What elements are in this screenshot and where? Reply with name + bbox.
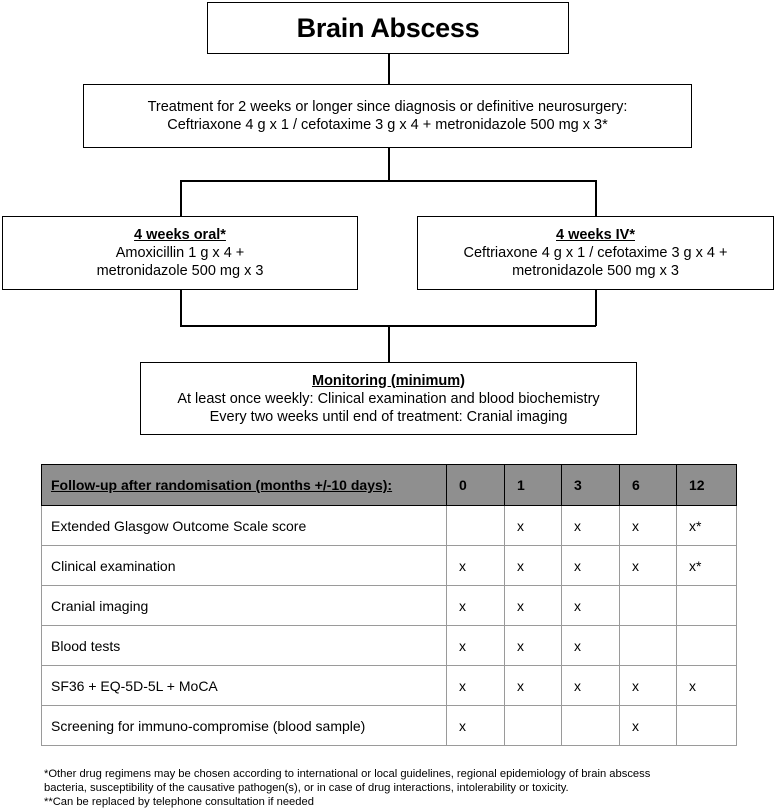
treatment-line1: Treatment for 2 weeks or longer since di…	[147, 99, 628, 115]
month-header: 3	[561, 464, 620, 506]
schedule-cell: x	[446, 665, 505, 706]
followup-table: Follow-up after randomisation (months +/…	[41, 464, 737, 746]
schedule-cell: x	[446, 545, 505, 586]
oral-box: 4 weeks oral* Amoxicillin 1 g x 4 + metr…	[2, 216, 358, 290]
schedule-cell	[676, 585, 737, 626]
schedule-cell: x	[561, 665, 620, 706]
title-box: Brain Abscess	[207, 2, 569, 54]
oral-line2: metronidazole 500 mg x 3	[96, 263, 264, 279]
page-title: Brain Abscess	[296, 12, 480, 43]
month-header: 1	[504, 464, 562, 506]
schedule-cell: x	[446, 705, 505, 746]
schedule-cell: x	[504, 625, 562, 666]
table-row: Blood tests x x x	[41, 625, 737, 666]
schedule-cell	[446, 505, 505, 546]
monitoring-line2: Every two weeks until end of treatment: …	[209, 408, 568, 425]
connector-branch-iv	[595, 180, 597, 217]
row-label: Extended Glasgow Outcome Scale score	[41, 505, 447, 546]
row-label: Cranial imaging	[41, 585, 447, 626]
table-row: Clinical examination x x x x x*	[41, 545, 737, 586]
table-row: SF36 + EQ-5D-5L + MoCA x x x x x	[41, 665, 737, 706]
row-label: Clinical examination	[41, 545, 447, 586]
schedule-cell: x	[504, 505, 562, 546]
table-row: Screening for immuno-compromise (blood s…	[41, 705, 737, 746]
row-label: SF36 + EQ-5D-5L + MoCA	[41, 665, 447, 706]
schedule-cell	[676, 625, 737, 666]
schedule-cell: x	[504, 585, 562, 626]
connector-branch-oral	[180, 180, 182, 217]
schedule-cell: x	[619, 545, 677, 586]
footnote-1-line2: bacteria, susceptibility of the causativ…	[44, 782, 569, 794]
month-header: 0	[446, 464, 505, 506]
table-row: Extended Glasgow Outcome Scale score x x…	[41, 505, 737, 546]
iv-line1: Ceftriaxone 4 g x 1 / cefotaxime 3 g x 4…	[463, 245, 728, 261]
connector-branch-horizontal	[180, 180, 596, 182]
monitoring-box: Monitoring (minimum) At least once weekl…	[140, 362, 637, 435]
treatment-box: Treatment for 2 weeks or longer since di…	[83, 84, 692, 148]
footnote-1-line1: *Other drug regimens may be chosen accor…	[44, 768, 651, 780]
oral-line1: Amoxicillin 1 g x 4 +	[115, 245, 245, 261]
connector-title-treatment	[388, 54, 390, 85]
schedule-cell	[561, 705, 620, 746]
oral-heading: 4 weeks oral*	[134, 227, 226, 243]
schedule-cell: x	[446, 625, 505, 666]
schedule-cell: x	[446, 585, 505, 626]
monitoring-heading: Monitoring (minimum)	[311, 372, 466, 389]
followup-header-row: Follow-up after randomisation (months +/…	[41, 464, 737, 506]
iv-line2: metronidazole 500 mg x 3	[512, 263, 679, 279]
schedule-cell	[619, 625, 677, 666]
schedule-cell: x	[619, 705, 677, 746]
schedule-cell: x*	[676, 545, 737, 586]
schedule-cell: x	[561, 545, 620, 586]
footnote-2: **Can be replaced by telephone consultat…	[44, 796, 314, 808]
schedule-cell: x	[619, 665, 677, 706]
connector-treatment-branch	[388, 148, 390, 180]
month-header: 12	[676, 464, 737, 506]
schedule-cell: x	[561, 505, 620, 546]
followup-header-label: Follow-up after randomisation (months +/…	[41, 464, 447, 506]
schedule-cell: x	[504, 545, 562, 586]
row-label: Blood tests	[41, 625, 447, 666]
treatment-line2: Ceftriaxone 4 g x 1 / cefotaxime 3 g x 4…	[167, 117, 608, 133]
row-label: Screening for immuno-compromise (blood s…	[41, 705, 447, 746]
monitoring-line1: At least once weekly: Clinical examinati…	[177, 390, 600, 407]
schedule-cell: x	[561, 585, 620, 626]
followup-table-body: Follow-up after randomisation (months +/…	[41, 464, 737, 746]
iv-heading: 4 weeks IV*	[556, 227, 635, 243]
connector-merge-monitoring	[388, 325, 390, 363]
schedule-cell: x	[619, 505, 677, 546]
iv-box: 4 weeks IV* Ceftriaxone 4 g x 1 / cefota…	[417, 216, 774, 290]
connector-oral-merge	[180, 290, 182, 326]
table-row: Cranial imaging x x x	[41, 585, 737, 626]
schedule-cell	[504, 705, 562, 746]
schedule-cell	[619, 585, 677, 626]
month-header: 6	[619, 464, 677, 506]
schedule-cell: x	[676, 665, 737, 706]
schedule-cell	[676, 705, 737, 746]
schedule-cell: x*	[676, 505, 737, 546]
schedule-cell: x	[561, 625, 620, 666]
schedule-cell: x	[504, 665, 562, 706]
connector-iv-merge	[595, 290, 597, 326]
